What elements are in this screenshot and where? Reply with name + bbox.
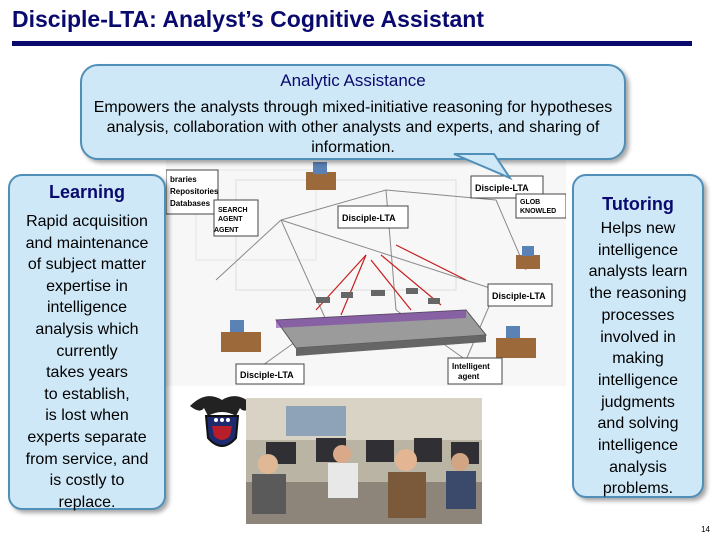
learning-line: from service, and	[25, 450, 149, 468]
disciple-bottom-left-label: Disciple-LTA	[240, 370, 294, 380]
learning-line: is lost when	[45, 407, 129, 425]
search-agent-label-1: SEARCH	[218, 207, 248, 214]
architecture-diagram: braries Repositories Databases SEARCH AG…	[166, 160, 566, 386]
tutoring-line: processes	[601, 306, 675, 324]
intelligent-agent-label-1: Intelligent	[452, 362, 490, 371]
tutoring-line: intelligence	[597, 371, 679, 389]
search-agent-label-2: AGENT	[218, 216, 243, 223]
disciple-center-label: Disciple-LTA	[342, 213, 396, 223]
learning-heading: Learning	[48, 182, 125, 202]
slide-title: Disciple-LTA: Analyst’s Cognitive Assist…	[12, 6, 485, 32]
databases-label: Databases	[170, 199, 211, 208]
intelligent-agent-label-2: agent	[458, 372, 480, 381]
tutoring-line: intelligence	[597, 437, 679, 455]
tutoring-line: making	[612, 350, 664, 368]
tutoring-line: analysts learn	[588, 263, 688, 281]
learning-line: to establish,	[44, 385, 130, 403]
global-label-1: GLOB	[520, 199, 540, 206]
learning-line: expertise in	[46, 277, 128, 295]
slide-number: 14	[701, 525, 710, 534]
learning-line: intelligence	[46, 299, 128, 317]
disciple-top-right-label: Disciple-LTA	[475, 183, 529, 193]
repositories-label: Repositories	[170, 187, 219, 196]
learning-line: currently	[56, 342, 118, 360]
tutoring-line: analysis	[609, 458, 667, 476]
classroom-photo	[246, 398, 482, 524]
crest-emblem	[190, 396, 254, 447]
tutoring-line: involved in	[600, 328, 676, 346]
tutoring-callout: Tutoring Helps new intelligence analysts…	[572, 174, 704, 498]
disciple-right-label: Disciple-LTA	[492, 291, 546, 301]
analytic-assistance-heading: Analytic Assistance	[280, 71, 426, 90]
tutoring-line: Helps new	[600, 220, 676, 237]
title-underline	[12, 41, 692, 46]
tutoring-line: intelligence	[597, 241, 679, 259]
callout-pointer	[453, 153, 513, 181]
tutoring-heading: Tutoring	[602, 194, 674, 214]
learning-line: and maintenance	[25, 234, 149, 252]
learning-line: is costly to	[49, 472, 125, 490]
learning-line: takes years	[46, 364, 128, 382]
learning-line: Rapid acquisition	[26, 213, 148, 230]
tutoring-line: the reasoning	[589, 285, 687, 303]
learning-line: experts separate	[27, 428, 147, 446]
global-label-2: KNOWLED	[520, 208, 556, 215]
analytic-assistance-text: Empowers the analysts through mixed-init…	[93, 99, 613, 156]
agent-partial-label: AGENT	[214, 227, 239, 234]
libraries-label: braries	[170, 175, 197, 184]
learning-callout: Learning Rapid acquisition and maintenan…	[8, 174, 166, 511]
learning-line: replace.	[58, 493, 116, 511]
learning-line: analysis which	[35, 320, 139, 338]
tutoring-line: judgments	[601, 393, 675, 411]
tutoring-line: and solving	[597, 415, 679, 433]
analytic-assistance-callout: Analytic Assistance Empowers the analyst…	[80, 64, 626, 181]
learning-line: of subject matter	[27, 256, 147, 274]
tutoring-line: problems.	[602, 480, 674, 498]
